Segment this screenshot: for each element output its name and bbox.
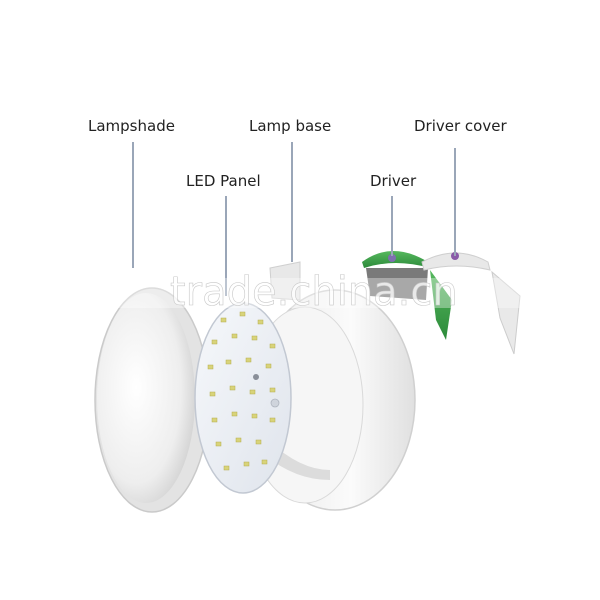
label-lamp-base: Lamp base	[249, 117, 331, 135]
watermark-band	[0, 278, 600, 308]
led-panel-part	[194, 302, 292, 494]
label-driver-cover: Driver cover	[414, 117, 507, 135]
driver-part	[362, 251, 452, 340]
label-led-panel: LED Panel	[186, 172, 261, 190]
watermark-text: trade.china.cn	[170, 269, 458, 315]
label-lampshade: Lampshade	[88, 117, 175, 135]
driver-cover-part	[421, 252, 521, 355]
led-chips	[207, 311, 276, 471]
leader-lines	[132, 142, 456, 296]
label-driver: Driver	[370, 172, 417, 190]
lampshade-part	[94, 287, 210, 513]
